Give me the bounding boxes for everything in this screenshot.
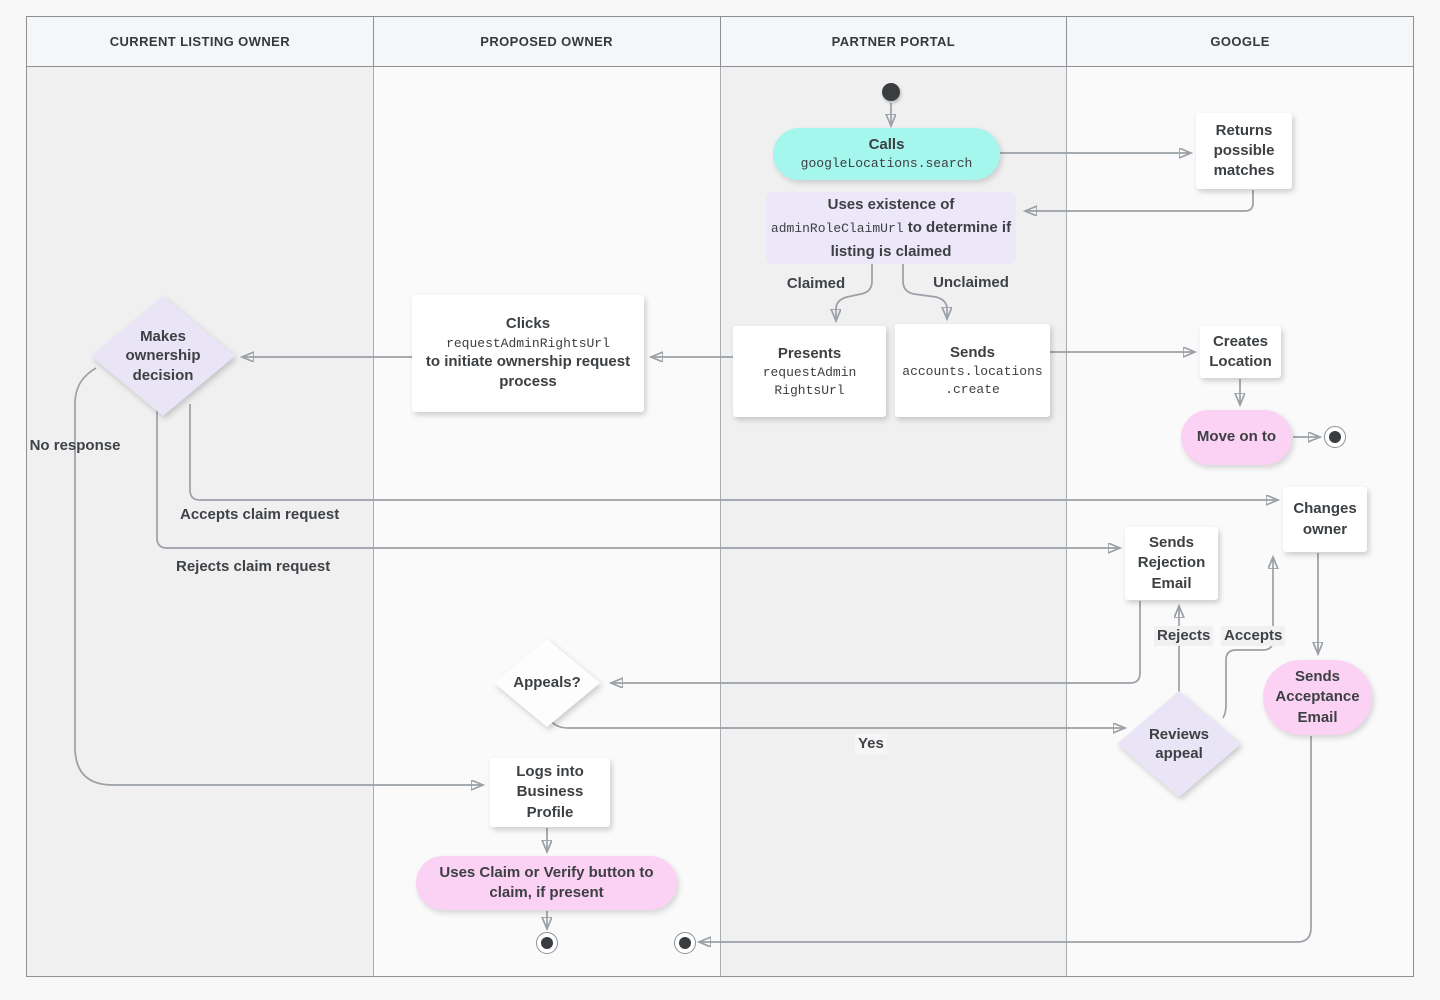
end-node-acceptance xyxy=(674,932,696,954)
decision-diamond: Reviews appeal xyxy=(1117,691,1241,797)
node-text-pre: Uses existence of xyxy=(827,196,955,214)
edge-label-claimed: Claimed xyxy=(786,275,846,292)
lane-header-row: CURRENT LISTING OWNER PROPOSED OWNER PAR… xyxy=(27,17,1413,67)
node-sends-rejection-email: Sends Rejection Email xyxy=(1125,527,1218,600)
node-calls-googlelocations-search: Calls googleLocations.search xyxy=(773,128,1000,180)
decision-diamond: Appeals? xyxy=(494,639,600,727)
node-clicks-requestadminrightsurl: Clicks requestAdminRightsUrl to initiate… xyxy=(412,295,644,412)
end-node-dot xyxy=(541,937,553,949)
node-label: Reviews appeal xyxy=(1148,725,1210,763)
end-node-dot xyxy=(679,937,691,949)
lane-header-google: GOOGLE xyxy=(1067,17,1413,66)
node-uses-existence-adminroleclaimurl: Uses existence of adminRoleClaimUrl to d… xyxy=(766,192,1016,264)
node-text: Uses existence of adminRoleClaimUrl to d… xyxy=(766,193,1016,263)
node-label: Move on to xyxy=(1196,428,1277,446)
node-logs-into-business-profile: Logs into Business Profile xyxy=(490,758,610,827)
node-label: Changes owner xyxy=(1293,500,1357,538)
node-label: Appeals? xyxy=(513,674,581,692)
decision-diamond: Makes ownership decision xyxy=(91,296,235,416)
edge-sends-acceptance-to-end xyxy=(700,736,1312,942)
node-sends-acceptance-email: Sends Acceptance Email xyxy=(1263,660,1372,735)
node-title: Presents xyxy=(777,344,842,362)
node-presents-requestadminrightsurl: Presents requestAdmin RightsUrl xyxy=(733,326,886,417)
node-text: Clicks requestAdminRightsUrl to initiate… xyxy=(418,314,638,392)
node-code: googleLocations.search xyxy=(800,156,973,172)
lane-header-current-listing-owner: CURRENT LISTING OWNER xyxy=(27,17,374,66)
node-sends-accounts-locations-create: Sends accounts.locations .create xyxy=(895,324,1050,417)
edge-label-no-response: No response xyxy=(29,437,121,454)
node-code: requestAdminRightsUrl xyxy=(446,335,610,351)
end-node-claim xyxy=(536,932,558,954)
node-label: Logs into Business Profile xyxy=(516,763,584,821)
edge-no-response-to-logs-in xyxy=(74,367,482,785)
node-changes-owner: Changes owner xyxy=(1283,487,1367,552)
edge-accepts-claim-to-changes-owner xyxy=(189,404,1277,500)
node-label: Uses Claim or Verify button to claim, if… xyxy=(439,863,654,901)
node-uses-claim-or-verify-button: Uses Claim or Verify button to claim, if… xyxy=(416,856,677,910)
lane-header-partner-portal: PARTNER PORTAL xyxy=(720,17,1068,66)
edge-label-accepts: Accepts xyxy=(1221,626,1286,647)
node-returns-possible-matches: Returns possible matches xyxy=(1196,113,1292,189)
edge-label-unclaimed: Unclaimed xyxy=(933,274,1009,291)
lane-header-proposed-owner: PROPOSED OWNER xyxy=(373,17,721,66)
edge-returns-to-uses xyxy=(1026,190,1254,211)
start-node xyxy=(882,83,900,101)
node-code: requestAdmin RightsUrl xyxy=(762,365,857,398)
edge-label-rejects: Rejects xyxy=(1154,626,1214,647)
node-text-post: to initiate ownership request process xyxy=(425,353,631,391)
node-move-on-to: Move on to xyxy=(1181,410,1292,465)
node-title: Calls xyxy=(868,136,905,154)
edge-label-yes: Yes xyxy=(855,734,887,755)
node-creates-location: Creates Location xyxy=(1200,326,1281,378)
edge-sends-rejection-to-appeals xyxy=(612,601,1141,683)
node-title: Sends xyxy=(949,343,995,361)
edge-claimed-to-presents xyxy=(836,264,873,320)
node-code: accounts.locations .create xyxy=(902,364,1043,397)
node-label: Makes ownership decision xyxy=(125,327,201,384)
swimlane-frame: CURRENT LISTING OWNER PROPOSED OWNER PAR… xyxy=(26,16,1414,977)
node-label: Sends Acceptance Email xyxy=(1275,668,1360,726)
node-code: adminRoleClaimUrl xyxy=(770,221,904,237)
edge-rejects-claim-to-sends-rejection xyxy=(156,404,1119,548)
edge-reviews-accepts-to-changes-owner xyxy=(1222,558,1273,719)
node-label: Sends Rejection Email xyxy=(1137,534,1206,592)
end-node-dot xyxy=(1329,431,1341,443)
lane-current-listing-owner xyxy=(27,67,374,976)
end-node-move-on xyxy=(1324,426,1346,448)
edge-label-rejects-claim-request: Rejects claim request xyxy=(176,558,331,575)
node-text-post: to determine if listing is claimed xyxy=(830,219,1012,260)
edge-unclaimed-to-sends-create xyxy=(902,264,947,318)
edge-appeals-yes-to-reviews xyxy=(550,720,1124,728)
node-appeals-decision: Appeals? xyxy=(494,639,600,727)
node-label: Returns possible matches xyxy=(1213,121,1275,180)
node-title: Clicks xyxy=(505,315,551,333)
edge-label-accepts-claim-request: Accepts claim request xyxy=(180,506,340,523)
node-label: Creates Location xyxy=(1209,332,1272,370)
node-reviews-appeal: Reviews appeal xyxy=(1117,691,1241,797)
node-makes-ownership-decision: Makes ownership decision xyxy=(91,296,235,416)
